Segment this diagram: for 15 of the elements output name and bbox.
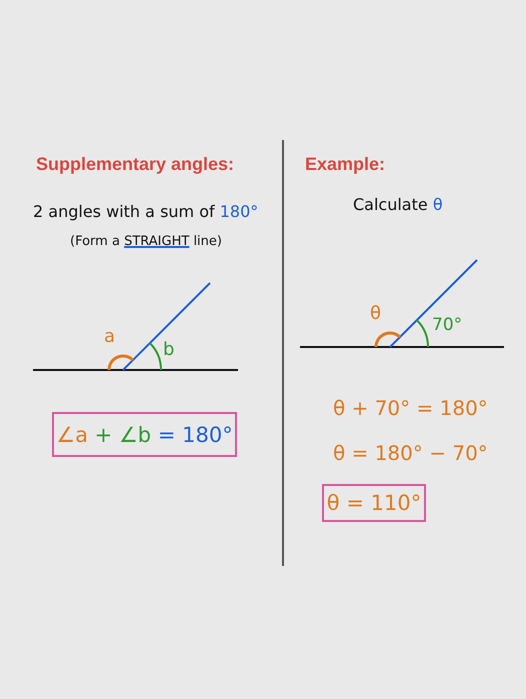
equation-text: θ + 70° = 180° (333, 397, 488, 420)
equation-text: θ = 110° (326, 491, 422, 515)
note-text: (Form a STRAIGHT line) (70, 235, 222, 250)
section-heading: Supplementary angles: (36, 154, 234, 175)
angle-label: θ (370, 304, 382, 325)
answer-box (52, 412, 237, 457)
angle-label: a (104, 327, 116, 348)
equation-text: θ = 180° − 70° (333, 442, 488, 465)
answer-box (322, 484, 426, 522)
angle-label: b (163, 340, 174, 361)
angle-label: 70° (432, 316, 462, 336)
definition-text: 2 angles with a sum of 180° (33, 203, 258, 222)
equation-text: ∠a + ∠b = 180° (56, 422, 233, 446)
section-heading: Example: (305, 154, 386, 175)
task-text: Calculate θ (353, 196, 443, 214)
